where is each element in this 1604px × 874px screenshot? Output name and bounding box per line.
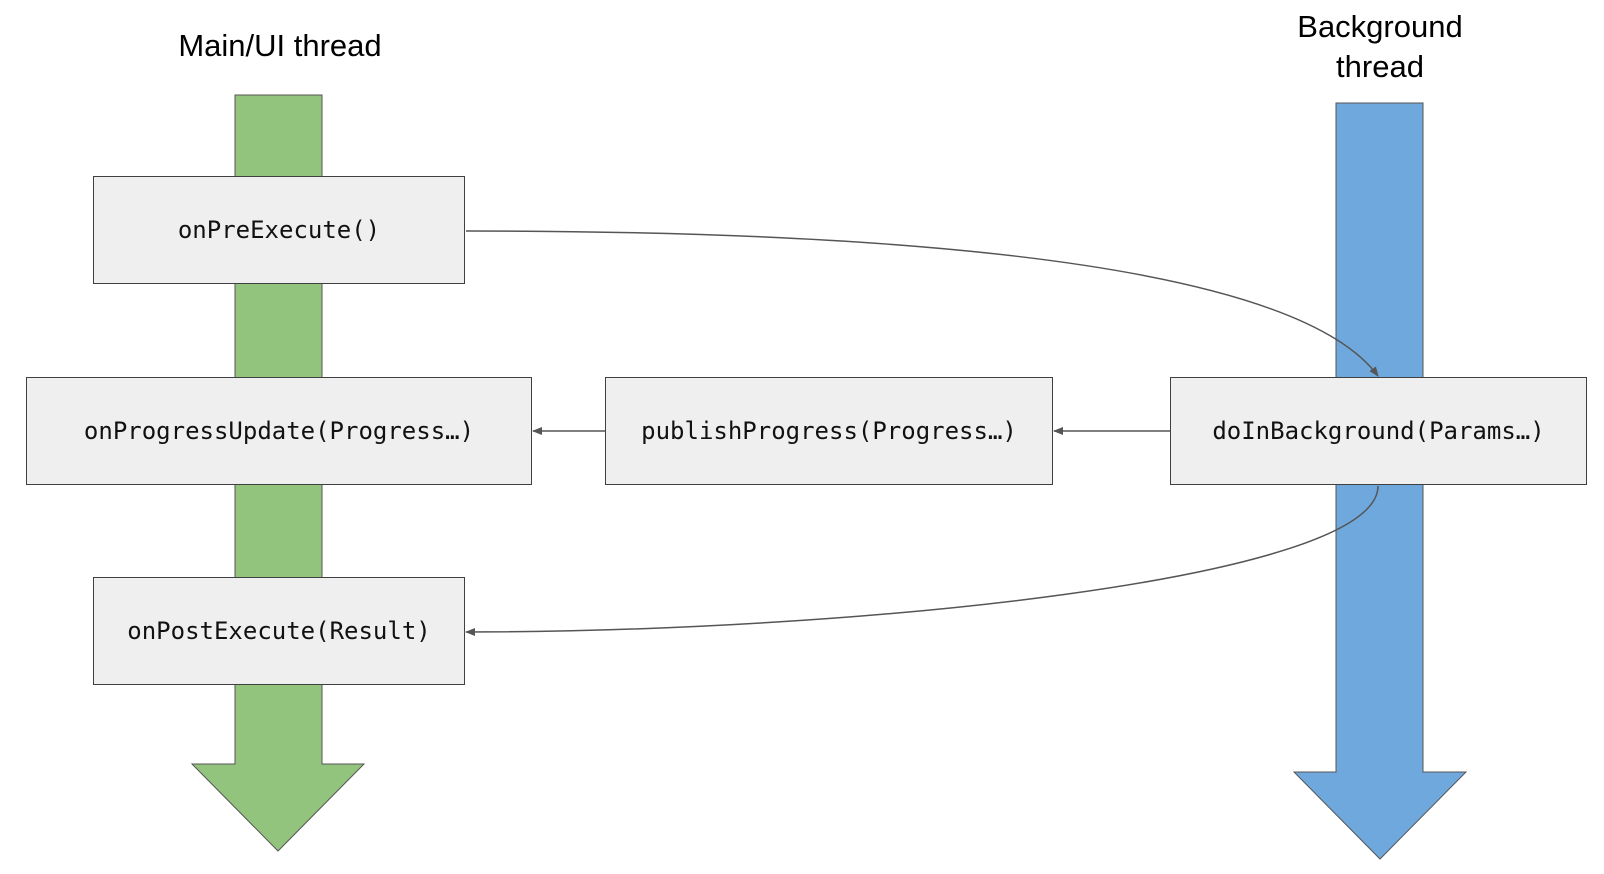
publish-progress-box: publishProgress(Progress…) [605,377,1053,485]
on-pre-execute-box: onPreExecute() [93,176,465,284]
on-progress-update-box: onProgressUpdate(Progress…) [26,377,532,485]
connector-pre-execute-to-do-in-background [465,230,1379,377]
do-in-background-box: doInBackground(Params…) [1170,377,1587,485]
background-thread-title: Background thread [1297,9,1463,84]
on-post-execute-box: onPostExecute(Result) [93,577,465,685]
connector-do-in-background-to-post-execute [465,485,1379,636]
main-thread-title: Main/UI thread [178,28,382,63]
